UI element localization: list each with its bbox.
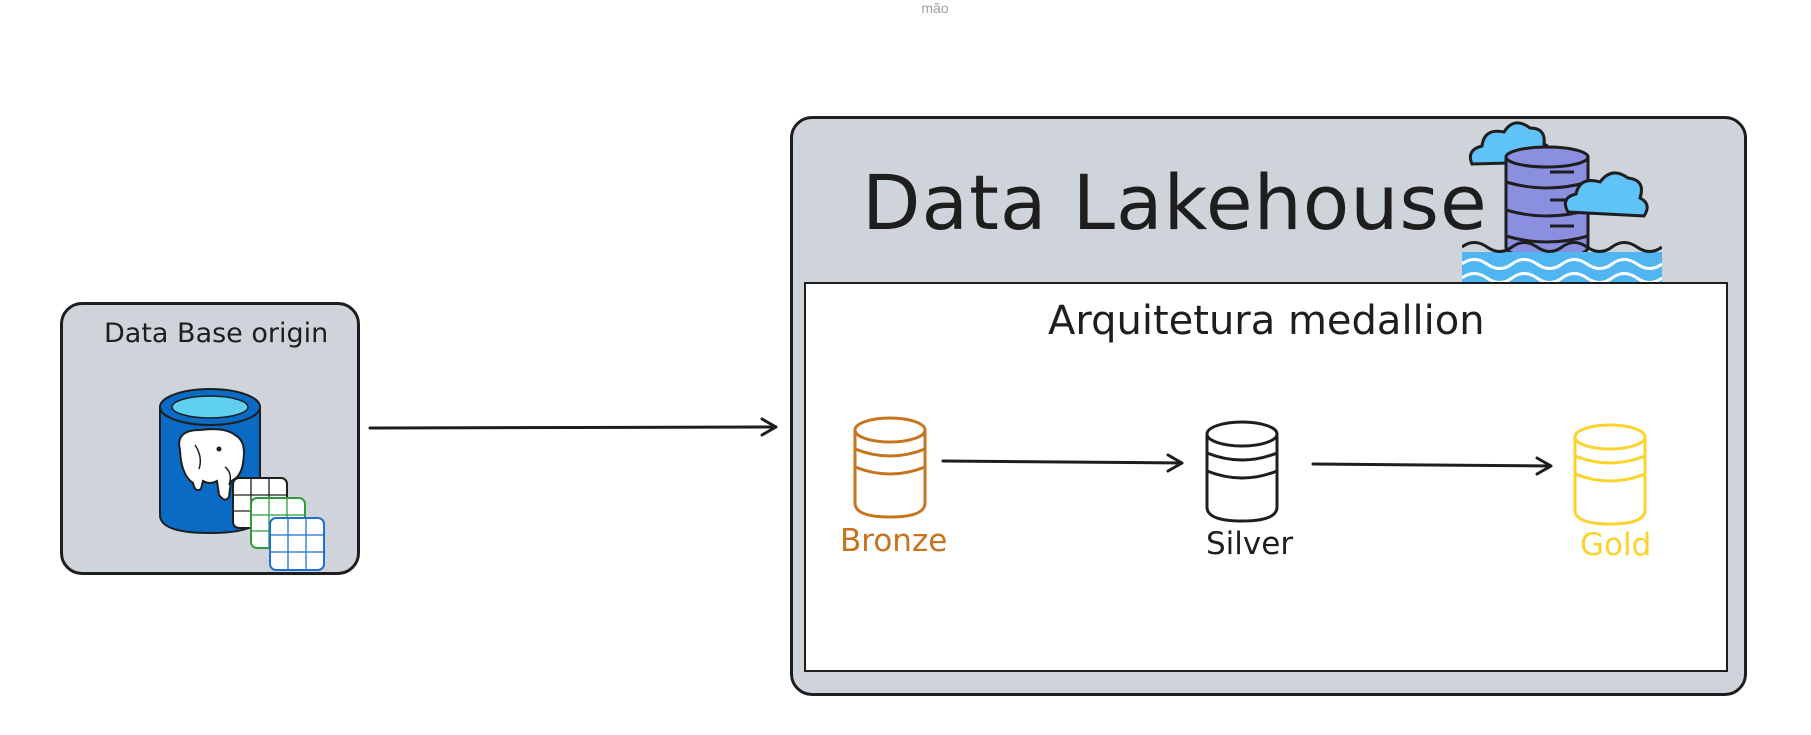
source-database-title: Data Base origin (104, 318, 329, 349)
top-label: mão (921, 0, 949, 16)
medallion-title: Arquitetura medallion (1048, 298, 1485, 344)
layer-label-gold: Gold (1580, 527, 1652, 563)
silver-database-icon (1202, 419, 1282, 525)
layer-label-bronze: Bronze (840, 523, 948, 559)
cloud-database-lake-icon (1461, 112, 1663, 287)
postgres-database-icon (155, 385, 335, 575)
arrow-source-to-lakehouse (368, 417, 778, 437)
gold-database-icon (1570, 422, 1650, 528)
layer-label-silver: Silver (1206, 526, 1294, 562)
bronze-database-icon (850, 415, 930, 521)
lakehouse-title: Data Lakehouse (862, 158, 1488, 247)
